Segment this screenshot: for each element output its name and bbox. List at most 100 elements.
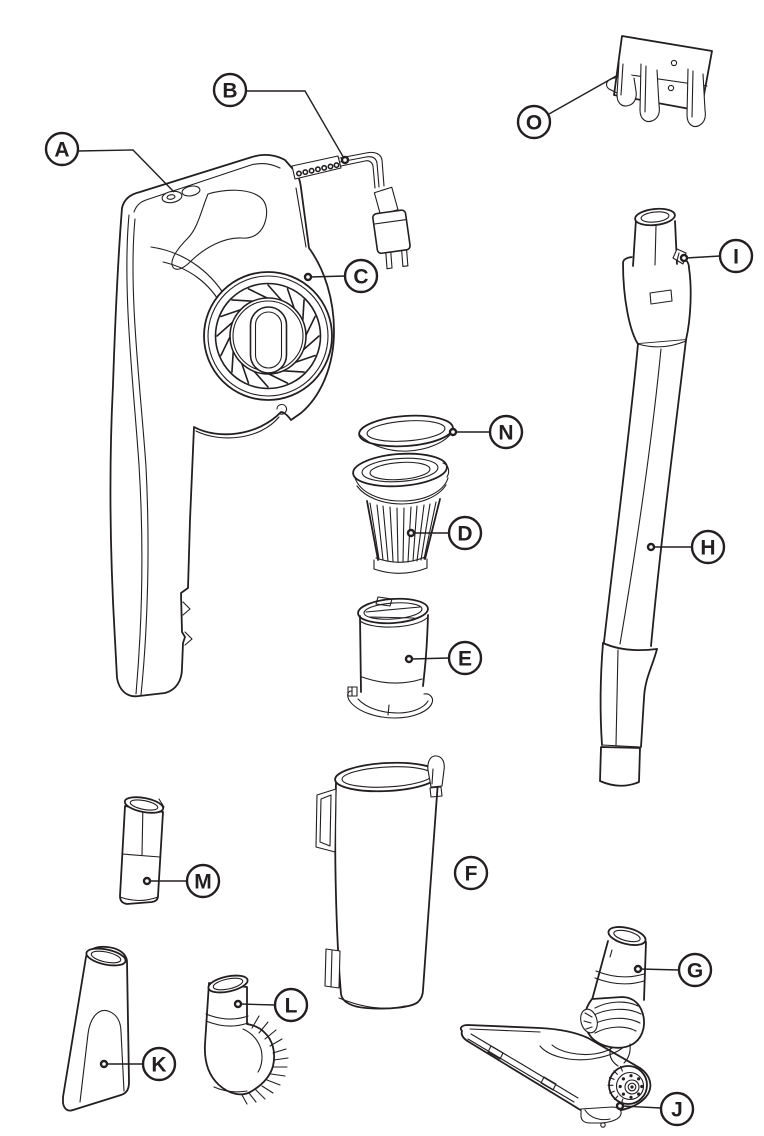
strain-relief-holes <box>295 162 340 177</box>
callout-letter-h: H <box>700 537 715 560</box>
handle-inner-edge <box>133 163 281 213</box>
fan-grille <box>203 271 333 401</box>
mount-hook <box>616 61 637 107</box>
leader-line-g <box>639 968 680 971</box>
leader-line-c <box>309 275 346 278</box>
crevice-face <box>79 1009 125 1103</box>
callout-circle-l <box>273 987 309 1023</box>
elbow-opening <box>607 926 647 946</box>
mount-hook <box>686 68 706 128</box>
callout-i: I <box>679 238 754 274</box>
swivel-elbow <box>580 926 647 1067</box>
wheel-bearing-dots <box>618 1074 644 1099</box>
head-base-plate <box>459 1024 652 1115</box>
callout-n: N <box>448 414 524 450</box>
callout-letter-k: K <box>151 1054 166 1077</box>
floor-head <box>459 926 652 1128</box>
callout-j: J <box>615 1091 695 1127</box>
duct-contour-line <box>126 214 143 695</box>
mouth-bump <box>276 404 288 415</box>
power-plug <box>372 186 411 270</box>
callout-circle-f <box>453 855 489 891</box>
cord-line <box>339 151 385 187</box>
leader-line-e <box>410 657 450 660</box>
callout-letter-a: A <box>54 139 69 162</box>
screw-hole <box>667 84 675 92</box>
tube-cuff <box>599 746 641 787</box>
leader-line-l <box>239 1003 276 1006</box>
brush-band <box>242 1028 263 1073</box>
collar-button <box>649 289 673 305</box>
filter-base <box>375 556 426 563</box>
brush-tool <box>204 974 289 1105</box>
callout-o: O <box>516 74 619 140</box>
callout-g: G <box>633 952 713 988</box>
container-clip <box>427 755 445 788</box>
callout-a: A <box>44 131 175 193</box>
head-rear-foot <box>580 1106 622 1124</box>
mount-hook <box>639 63 660 123</box>
container-latch <box>324 948 341 989</box>
screw-hole <box>670 59 678 67</box>
callout-circle-m <box>185 863 221 899</box>
callout-letter-d: D <box>457 523 472 546</box>
main-unit-drawing <box>109 153 335 698</box>
callout-letter-g: G <box>687 960 703 983</box>
callout-circle-g <box>677 952 713 988</box>
callout-circle-a <box>44 131 80 167</box>
crevice-opening <box>85 947 127 967</box>
callout-circle-n <box>488 414 524 450</box>
adapter-tool <box>119 796 165 905</box>
cone-filter <box>352 452 450 574</box>
callout-letter-e: E <box>458 648 472 671</box>
leader-line-i <box>685 255 721 259</box>
filter-cup <box>347 596 434 719</box>
filter-collar <box>352 452 448 488</box>
power-switch <box>161 185 201 204</box>
callout-letter-l: L <box>285 995 298 1018</box>
callout-circle-c <box>343 258 379 294</box>
callout-e: E <box>404 640 483 676</box>
wall-mount-bracket <box>606 35 713 128</box>
callout-circle-j <box>659 1091 695 1127</box>
callout-letter-c: C <box>353 266 368 289</box>
mouth-inner-arc <box>195 416 280 439</box>
callout-b: B <box>212 72 350 165</box>
gasket-ring <box>358 414 454 452</box>
callout-circle-h <box>690 529 726 565</box>
grip-hole <box>171 189 268 270</box>
leader-line-b <box>246 90 346 161</box>
power-cord <box>291 151 411 270</box>
callout-circle-e <box>447 640 483 676</box>
back-edge-inner <box>295 187 307 248</box>
callouts: A B C D E F <box>44 72 754 1127</box>
tube-sleeve <box>602 642 658 652</box>
rim-tab <box>375 596 393 607</box>
callout-letter-f: F <box>465 863 478 886</box>
leader-line-j <box>621 1105 662 1109</box>
callout-m: M <box>142 863 221 899</box>
callout-circle-b <box>212 72 248 108</box>
crevice-tool <box>62 945 130 1112</box>
callout-c: C <box>303 258 379 294</box>
callout-f: F <box>453 855 489 891</box>
cup-bottom-flap <box>347 690 434 719</box>
wheel-tread-ticks <box>607 1065 624 1105</box>
callout-letter-i: I <box>733 246 739 269</box>
leader-line-o <box>548 74 619 115</box>
callout-letter-n: N <box>498 422 513 445</box>
callout-d: D <box>406 515 483 551</box>
head-wheel <box>607 1065 648 1105</box>
callout-l: L <box>233 987 309 1023</box>
callout-h: H <box>646 529 726 565</box>
leader-line-a <box>77 149 175 193</box>
callout-letter-m: M <box>194 871 212 894</box>
callout-circle-d <box>447 515 483 551</box>
callout-letter-b: B <box>222 80 237 103</box>
elbow-side-joint <box>580 1008 598 1034</box>
brush-bristles <box>241 1015 289 1105</box>
tube-collar <box>622 256 692 345</box>
callout-letter-j: J <box>671 1099 683 1122</box>
